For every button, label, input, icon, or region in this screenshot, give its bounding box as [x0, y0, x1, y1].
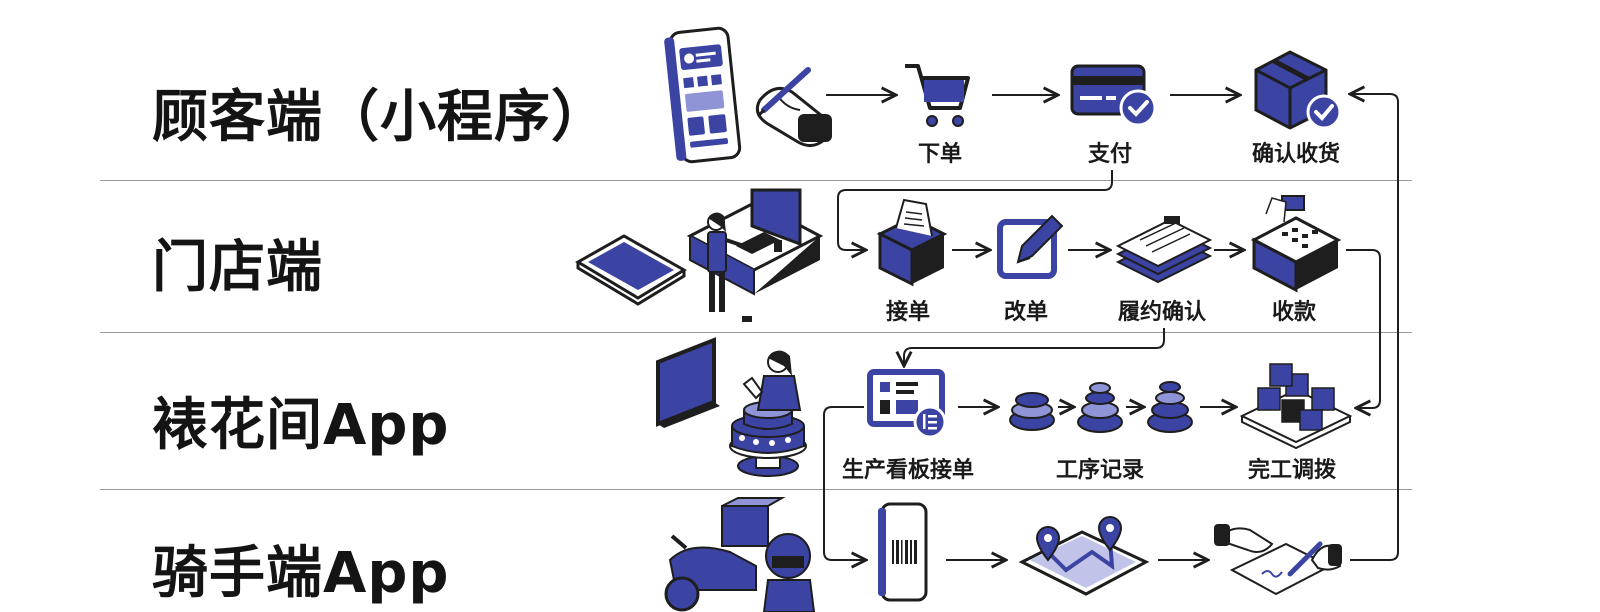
handshake-sign-icon [1214, 524, 1342, 596]
hand-stylus-icon [755, 67, 832, 147]
cake-layers-icon [1009, 381, 1193, 433]
step-label-fulfillment: 履约确认 [1117, 300, 1206, 325]
step-label-collect-payment: 收款 [1271, 300, 1316, 325]
step-label-pay: 支付 [1087, 142, 1132, 167]
credit-card-check-icon [1070, 64, 1157, 127]
edit-pencil-icon [997, 214, 1064, 279]
tablet-icon [575, 234, 687, 306]
boxes-pallet-icon [1239, 363, 1353, 450]
clipboard-stack-icon [1115, 216, 1213, 284]
lane-divider [100, 489, 1412, 490]
lane-title-decoration: 裱花间App [152, 393, 450, 458]
clerk-at-desk-icon [686, 188, 824, 322]
receipt-printer-icon [876, 198, 948, 287]
lane-divider [100, 332, 1412, 333]
phone-barcode-icon [878, 502, 928, 602]
step-label-kanban-accept: 生产看板接单 [841, 458, 974, 483]
step-label-confirm-receipt: 确认收货 [1251, 142, 1340, 167]
step-label-modify-order: 改单 [1003, 300, 1048, 325]
kanban-board-icon [867, 369, 947, 439]
scooter-rider-icon [664, 497, 816, 612]
map-route-icon [1018, 516, 1150, 596]
step-label-transfer: 完工调拨 [1247, 458, 1336, 483]
step-label-process-record: 工序记录 [1055, 458, 1144, 483]
step-label-accept-order: 接单 [885, 300, 930, 325]
shopping-cart-icon [905, 64, 970, 127]
step-label-order: 下单 [917, 142, 962, 167]
lane-title-rider: 骑手端App [152, 541, 450, 606]
lane-title-customer: 顾客端（小程序） [152, 85, 608, 150]
lane-title-store: 门店端 [152, 235, 323, 300]
phone-miniprogram-icon [664, 26, 742, 164]
lane-divider [100, 180, 1412, 181]
baker-cake-icon [729, 350, 807, 477]
monitor-icon [656, 337, 720, 428]
package-check-icon [1254, 50, 1342, 130]
cash-register-icon [1250, 195, 1342, 293]
